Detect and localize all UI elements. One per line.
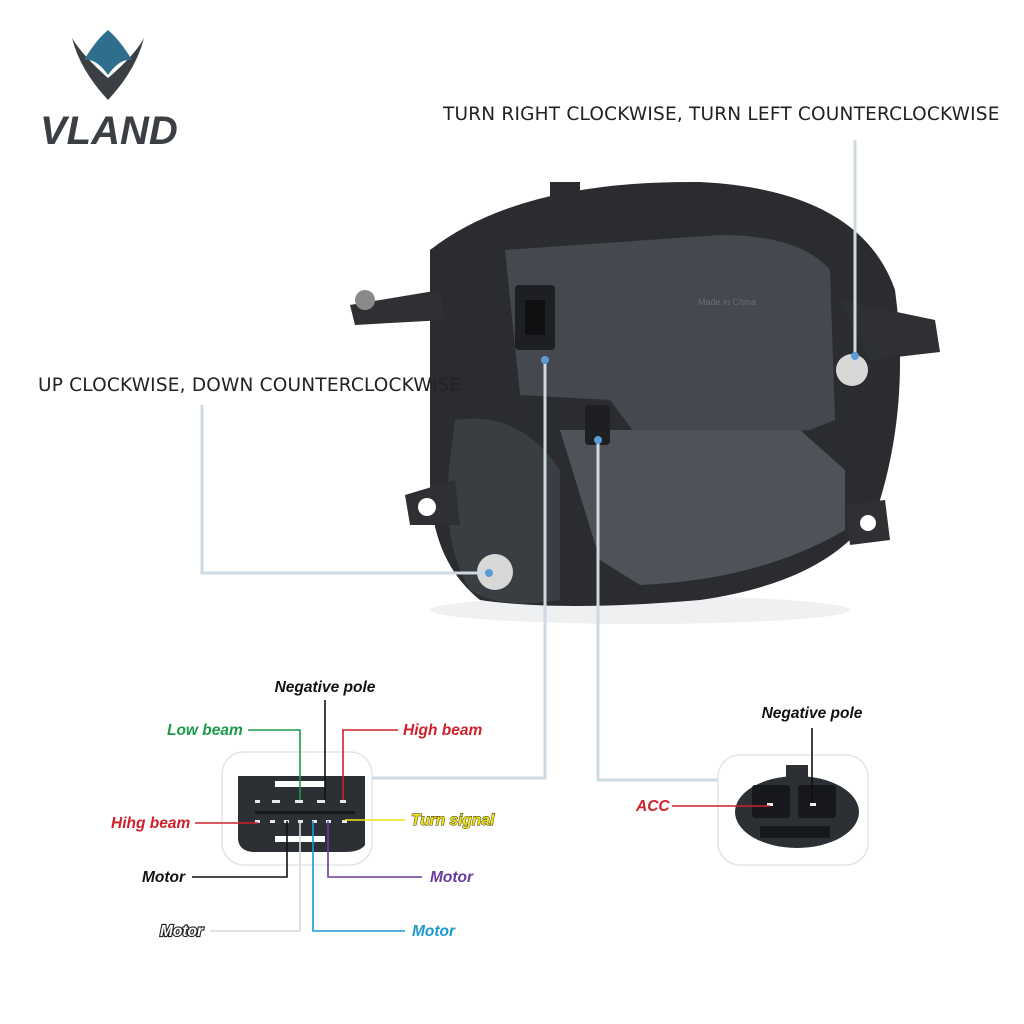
label-motor-white: Motor [160, 923, 204, 940]
label-motor-purple: Motor [430, 869, 474, 886]
main-connector [221, 751, 373, 866]
vland-logo: VLAND [40, 30, 178, 153]
label-low-beam: Low beam [167, 722, 243, 739]
label-hihg-beam: Hihg beam [111, 815, 190, 832]
aux-connector-labels: Negative pole ACC [635, 705, 863, 815]
label-motor-black: Motor [142, 869, 186, 886]
label-aux-negative-pole: Negative pole [762, 705, 863, 722]
horizontal-adjust-caption: TURN RIGHT CLOCKWISE, TURN LEFT COUNTERC… [442, 104, 1000, 125]
vertical-adjust-caption: UP CLOCKWISE, DOWN COUNTERCLOCKWISE [38, 375, 461, 396]
label-motor-blue: Motor [412, 923, 456, 940]
main-connector-labels: Negative pole Low beam High beam Hihg be… [111, 679, 495, 941]
headlamp-housing: Made in China [350, 181, 940, 624]
label-acc: ACC [635, 798, 670, 815]
leader-lines [200, 140, 859, 782]
aux-connector [717, 754, 869, 866]
logo-wordmark: VLAND [40, 109, 178, 153]
embossed-text: Made in China [698, 297, 756, 307]
label-turn-signal: Turn signal [411, 812, 495, 829]
label-high-beam: High beam [403, 722, 482, 739]
label-negative-pole: Negative pole [275, 679, 376, 696]
